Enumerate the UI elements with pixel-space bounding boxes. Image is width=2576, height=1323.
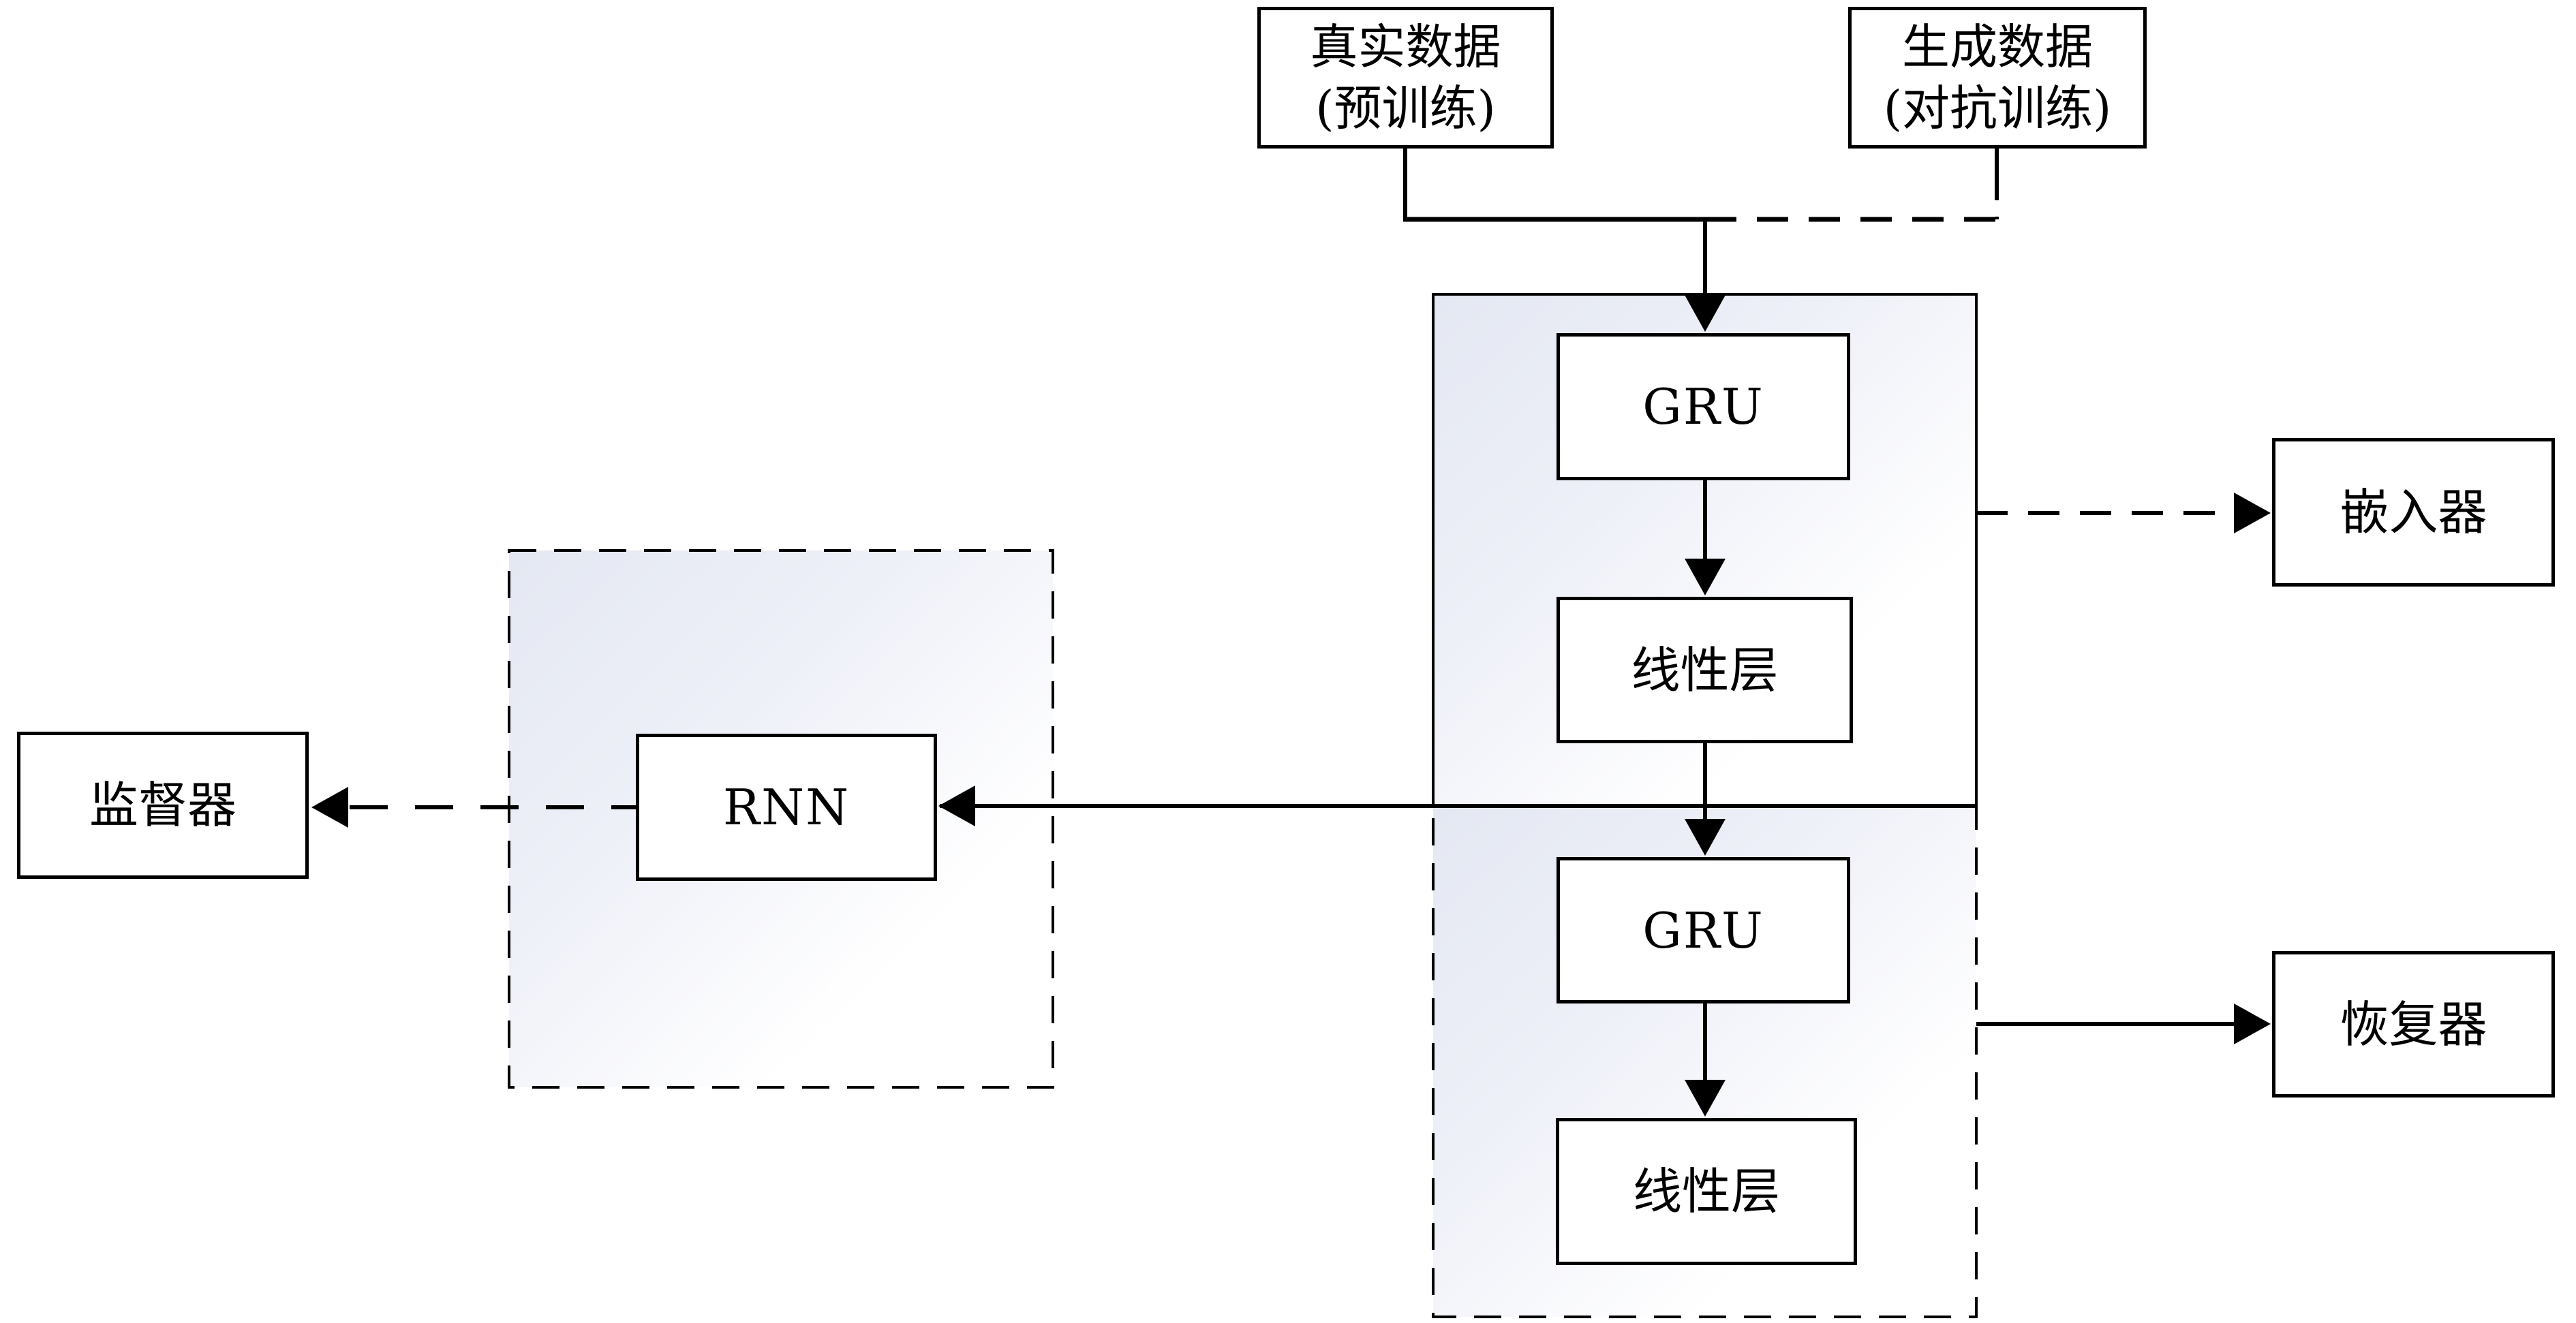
node-linear-layer-top-label: 线性层: [1631, 641, 1779, 699]
node-gru-top: GRU: [1557, 333, 1850, 480]
node-gru-top-label: GRU: [1642, 378, 1764, 435]
arrow-rnn-to-supervisor-dashed: [311, 787, 636, 828]
node-rnn: RNN: [636, 734, 937, 881]
connector-generated-data-dashed: [1705, 146, 1999, 222]
arrow-linear-top-to-gru-bottom: [1685, 742, 1726, 856]
node-linear-layer-top: 线性层: [1557, 597, 1853, 743]
node-real-data-label-line1: 真实数据: [1310, 19, 1501, 75]
node-gru-bottom-label: GRU: [1642, 901, 1764, 959]
arrow-to-recoverer: [1976, 1003, 2271, 1044]
node-gru-bottom: GRU: [1557, 857, 1850, 1003]
arrow-to-embedder-dashed: [1976, 493, 2271, 533]
node-generated-data: 生成数据 (对抗训练): [1848, 7, 2147, 149]
node-embedder-label: 嵌入器: [2340, 484, 2487, 541]
node-real-data: 真实数据 (预训练): [1257, 7, 1554, 149]
node-supervisor-label: 监督器: [89, 777, 236, 834]
node-generated-data-label-line2: (对抗训练): [1883, 80, 2112, 136]
arrow-into-gru-top: [1685, 219, 1726, 332]
node-recoverer: 恢复器: [2272, 951, 2555, 1098]
arrow-gru-top-to-linear-top: [1685, 479, 1726, 595]
node-generated-data-label-line1: 生成数据: [1902, 19, 2093, 75]
node-linear-layer-bottom-label: 线性层: [1632, 1163, 1780, 1220]
node-recoverer-label: 恢复器: [2340, 995, 2487, 1053]
arrow-container-to-rnn: [938, 785, 1976, 826]
arrow-gru-bottom-to-linear-bottom: [1685, 1002, 1726, 1117]
node-embedder: 嵌入器: [2272, 438, 2555, 587]
node-rnn-label: RNN: [722, 779, 850, 836]
node-linear-layer-bottom: 线性层: [1556, 1118, 1857, 1265]
node-real-data-label-line2: (预训练): [1315, 80, 1496, 136]
node-supervisor: 监督器: [17, 732, 309, 879]
connector-real-data: [1403, 146, 1705, 222]
